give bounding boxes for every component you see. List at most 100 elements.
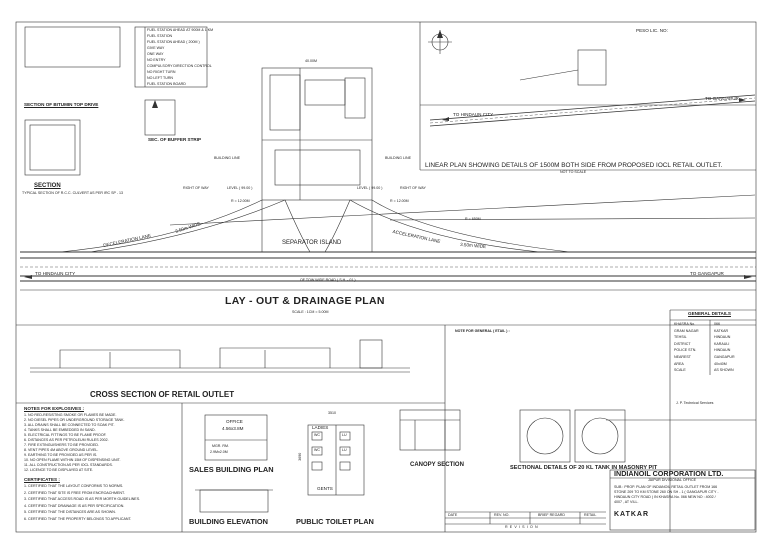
building-line-label: BUILDING LINE xyxy=(214,156,240,160)
mgr-room-size: 2.9Mx2.0M xyxy=(210,450,228,454)
note-line: 10. NO OPEN FLAME WITHIN 15M OF DISPENSI… xyxy=(24,458,121,462)
note-line: 12. LICENCE TO BE DISPLAYED AT SITE. xyxy=(24,468,94,472)
certificate-line: 4. CERTIFIED THAT DRAINAGE IS AS PER SPE… xyxy=(24,503,125,508)
legend-item: FUEL STATION xyxy=(147,34,173,38)
certificate-line: 2. CERTIFIED THAT SITE IS FREE FROM ENCR… xyxy=(24,490,125,495)
notes-explosives-title: NOTES FOR EXPLOSIVES : xyxy=(24,406,84,411)
radius-right: R = 12.00M xyxy=(390,199,409,203)
general-details-title: GENERAL DETAILS xyxy=(688,311,731,316)
ladies-label: LADIES xyxy=(312,425,329,430)
gents-label: GENTS xyxy=(317,486,333,491)
wc-label: WC xyxy=(314,433,320,437)
company-name: INDIANOIL CORPORATION LTD. xyxy=(614,469,724,478)
revision-label: R E V I S I O N xyxy=(505,525,539,529)
note-line: 7. FIRE EXTINGUISHERS TO BE PROVIDED. xyxy=(24,443,99,447)
general-row-value: HINDAUN xyxy=(714,348,731,353)
bitumin-section-title: SECTION OF BITUMIN TOP DRIVE xyxy=(24,102,99,107)
certificate-line: 3. CERTIFIED THAT ACCESS ROAD IS AS PER … xyxy=(24,497,141,501)
tank-section-title: SECTIONAL DETAILS OF 20 KL TANK IN MASON… xyxy=(510,465,658,471)
width-dimension: 40.00M xyxy=(305,59,317,63)
canopy-section-title: CANOPY SECTION xyxy=(410,462,464,468)
general-row-value: 40x40M xyxy=(714,361,727,366)
typical-section-caption: TYPICAL SECTION OF R.C.C. CULVERT AS PER… xyxy=(22,191,124,195)
to-hindaun-upper: TO HINDAUN CITY xyxy=(453,112,494,117)
certificate-line: 6. CERTIFIED THAT THE PROPERTY BELONGS T… xyxy=(24,516,132,521)
general-row-key: SCALE xyxy=(674,368,686,373)
legend-item: FUEL STATION AHEAD AT 900M & 1 KM xyxy=(147,28,214,32)
office-size: 4.56x3.8M xyxy=(222,426,244,431)
general-row-key: KHASRA No. xyxy=(674,322,696,326)
certificates-title: CERTIFICATES : xyxy=(24,477,60,482)
not-to-scale: NOT TO SCALE xyxy=(560,170,587,174)
certificate-line: 1. CERTIFIED THAT THE LAYOUT CONFORMS TO… xyxy=(24,484,124,488)
to-hindaun-label: TO HINDAUN CITY xyxy=(35,271,76,276)
division-name: JAIPUR DIVISIONAL OFFICE xyxy=(648,478,696,482)
sales-building-title: SALES BUILDING PLAN xyxy=(189,465,274,474)
legend-item: GIVE WAY xyxy=(147,46,165,50)
note-line: 4. TANKS SHALL BE EMBEDDED IN SAND. xyxy=(24,428,96,432)
general-row-key: DISTRICT xyxy=(674,341,691,346)
prepared-by: J. P. Technical Services xyxy=(676,401,714,405)
legend-item: NO RIGHT TURN xyxy=(147,70,176,74)
building-elevation-title: BUILDING ELEVATION xyxy=(189,517,268,526)
general-row-key: TEHSIL xyxy=(674,335,687,340)
separator-island-label: SEPARATOR ISLAND xyxy=(282,240,342,246)
general-row-key: GRAM NAGAR xyxy=(674,328,699,333)
note-line: 2. NO DIESEL PIPES OR UNDERGROUND STORAG… xyxy=(24,418,125,422)
village-name: KATKAR xyxy=(614,511,650,518)
brief-header: BRIEF REGARD xyxy=(538,513,565,517)
legend-item: NO ENTRY xyxy=(147,58,166,62)
public-toilet-title: PUBLIC TOILET PLAN xyxy=(296,517,374,526)
general-row-value: AS SHOWN xyxy=(714,368,734,373)
wc-label: WC xyxy=(314,448,320,452)
road-of-row-label: OF TOW WIDE ROAD ( S.H. - 01 ) xyxy=(300,278,356,282)
linear-plan-title: LINEAR PLAN SHOWING DETAILS OF 1500M BOT… xyxy=(425,162,723,169)
to-gangapur-label: TO GANGAPUR xyxy=(690,271,724,276)
toilet-dim-top: 3510 xyxy=(328,411,336,415)
general-row-value: KATKAR xyxy=(714,328,729,333)
general-row-value: 066 xyxy=(714,322,720,326)
general-row-key: POLICE STN. xyxy=(674,348,697,353)
certificate-line: 5. CERTIFIED THAT THE DISTANCES ARE AS S… xyxy=(24,510,116,514)
row-label-right: RIGHT OF WAY xyxy=(400,186,426,190)
general-row-key: NEAREST xyxy=(674,355,691,359)
main-title: LAY - OUT & DRAINAGE PLAN xyxy=(225,295,385,307)
row-label-left: RIGHT OF WAY xyxy=(183,186,209,190)
general-row-value: KARAULI xyxy=(714,341,730,346)
main-scale: SCALE : 1CM = 5.00M xyxy=(292,310,329,314)
section-label: SECTION xyxy=(34,183,61,189)
legend-item: ONE WAY xyxy=(147,52,164,56)
mgr-room-label: MGR. RM. xyxy=(212,444,229,448)
level-right: LEVEL ( 99.00 ) xyxy=(357,186,383,190)
lu-label: LU xyxy=(342,433,347,437)
note-line: 11. ALL CONSTRUCTION AS PER IOCL STANDAR… xyxy=(24,463,113,467)
general-notes-title: NOTE FOR GENERAL ( ETAIL ) : xyxy=(455,329,510,333)
general-row-value: GANGAPUR xyxy=(714,355,735,359)
legend-item: NO LEFT TURN xyxy=(147,76,174,80)
rev-header: REV. NO. xyxy=(494,513,510,517)
building-line-label-right: BUILDING LINE xyxy=(385,156,411,160)
radius-left: R = 12.00M xyxy=(231,199,250,203)
general-row-value: HINDAUN xyxy=(714,335,731,340)
date-header: DATE xyxy=(448,513,458,517)
buffer-strip-title: SEC. OF BUFFER STRIP xyxy=(148,137,202,142)
note-line: 9. EARTHING TO BE PROVIDED AS PER IS. xyxy=(24,453,98,457)
cross-section-title: CROSS SECTION OF RETAIL OUTLET xyxy=(90,390,235,399)
note-line: 3. ALL DRAINS SHALL BE CONNECTED TO SOAK… xyxy=(24,423,115,427)
note-line: 8. VENT PIPES 4M ABOVE GROUND LEVEL. xyxy=(24,448,99,452)
note-line: 1. NO RED-RESISTING SMOKE OR FLAMES BE M… xyxy=(24,413,117,417)
legend-item: COMPULSORY DIRECTION CONTROL xyxy=(147,64,212,68)
level-left: LEVEL ( 99.00 ) xyxy=(227,186,253,190)
peso-lic-label: PESO LIC. NO: xyxy=(636,28,668,33)
legend-item: FUEL STATION AHEAD ( 200M ) xyxy=(147,40,200,44)
to-gangapur-upper: TO GANGAPUR xyxy=(705,96,739,101)
subject-text: SUB : PROP. PLAN OF INDIANOIL RETAIL OUT… xyxy=(614,485,719,504)
toilet-dim-side: 3690 xyxy=(298,452,303,461)
note-line: 6. DISTANCES AS PER PETROLEUM RULES 2002… xyxy=(24,438,109,442)
note-line: 5. ELECTRICAL FITTINGS TO BE FLAME PROOF… xyxy=(24,433,107,437)
general-row-key: AREA xyxy=(674,361,684,366)
lu-label: LU xyxy=(342,448,347,452)
retail-header: RETAIL xyxy=(584,513,597,517)
